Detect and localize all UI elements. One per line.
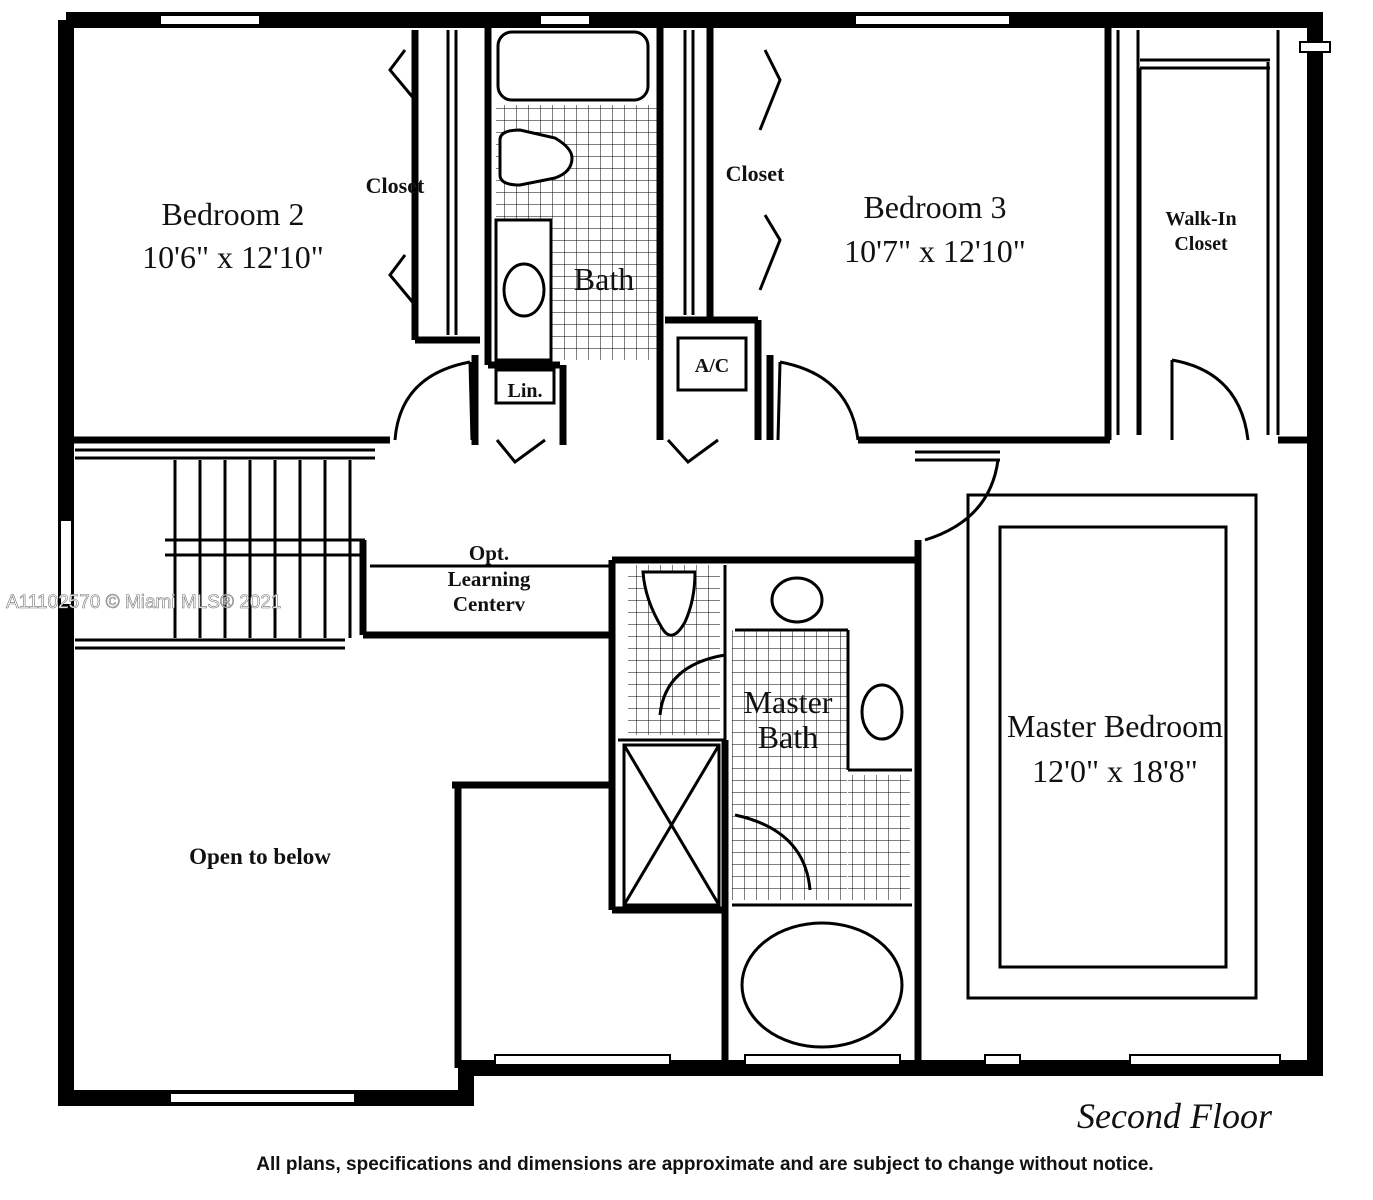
open-below-name: Open to below bbox=[189, 844, 331, 869]
learning-line2: Learning bbox=[448, 567, 531, 591]
windows bbox=[59, 14, 1331, 1104]
master-bath-line1: Master bbox=[744, 684, 833, 720]
master-bedroom-name: Master Bedroom bbox=[1007, 708, 1223, 744]
thin-lines bbox=[75, 30, 1280, 1000]
walk-in-line2: Closet bbox=[1174, 233, 1228, 255]
bedroom2-name: Bedroom 2 bbox=[161, 196, 304, 232]
ac-name: A/C bbox=[695, 355, 729, 377]
interior-walls bbox=[66, 25, 1315, 1068]
bedroom3-size: 10'7" x 12'10" bbox=[844, 233, 1026, 269]
doors bbox=[388, 49, 1250, 891]
learning-line1: Opt. bbox=[469, 541, 509, 565]
mls-watermark: A11102570 © Miami MLS® 2021 bbox=[6, 592, 282, 613]
floor-title: Second Floor bbox=[1077, 1096, 1273, 1136]
master-bedroom-size: 12'0" x 18'8" bbox=[1032, 753, 1198, 789]
walk-in-line1: Walk-In bbox=[1165, 208, 1236, 230]
closet-left-name: Closet bbox=[366, 173, 425, 198]
disclaimer-text: All plans, specifications and dimensions… bbox=[256, 1154, 1153, 1175]
bath-name: Bath bbox=[574, 261, 634, 297]
bedroom2-size: 10'6" x 12'10" bbox=[142, 239, 324, 275]
tile-floors bbox=[496, 105, 910, 900]
master-bath-line2: Bath bbox=[758, 719, 818, 755]
stair-treads bbox=[173, 460, 352, 638]
bedroom3-name: Bedroom 3 bbox=[863, 189, 1006, 225]
linen-name: Lin. bbox=[507, 380, 542, 402]
fixtures bbox=[494, 128, 904, 1049]
learning-line3: Centerv bbox=[453, 592, 526, 616]
exterior-walls bbox=[58, 12, 1323, 1106]
room-labels: Bedroom 2 10'6" x 12'10" Bedroom 3 10'7"… bbox=[142, 161, 1236, 869]
closet-right-name: Closet bbox=[726, 161, 785, 186]
